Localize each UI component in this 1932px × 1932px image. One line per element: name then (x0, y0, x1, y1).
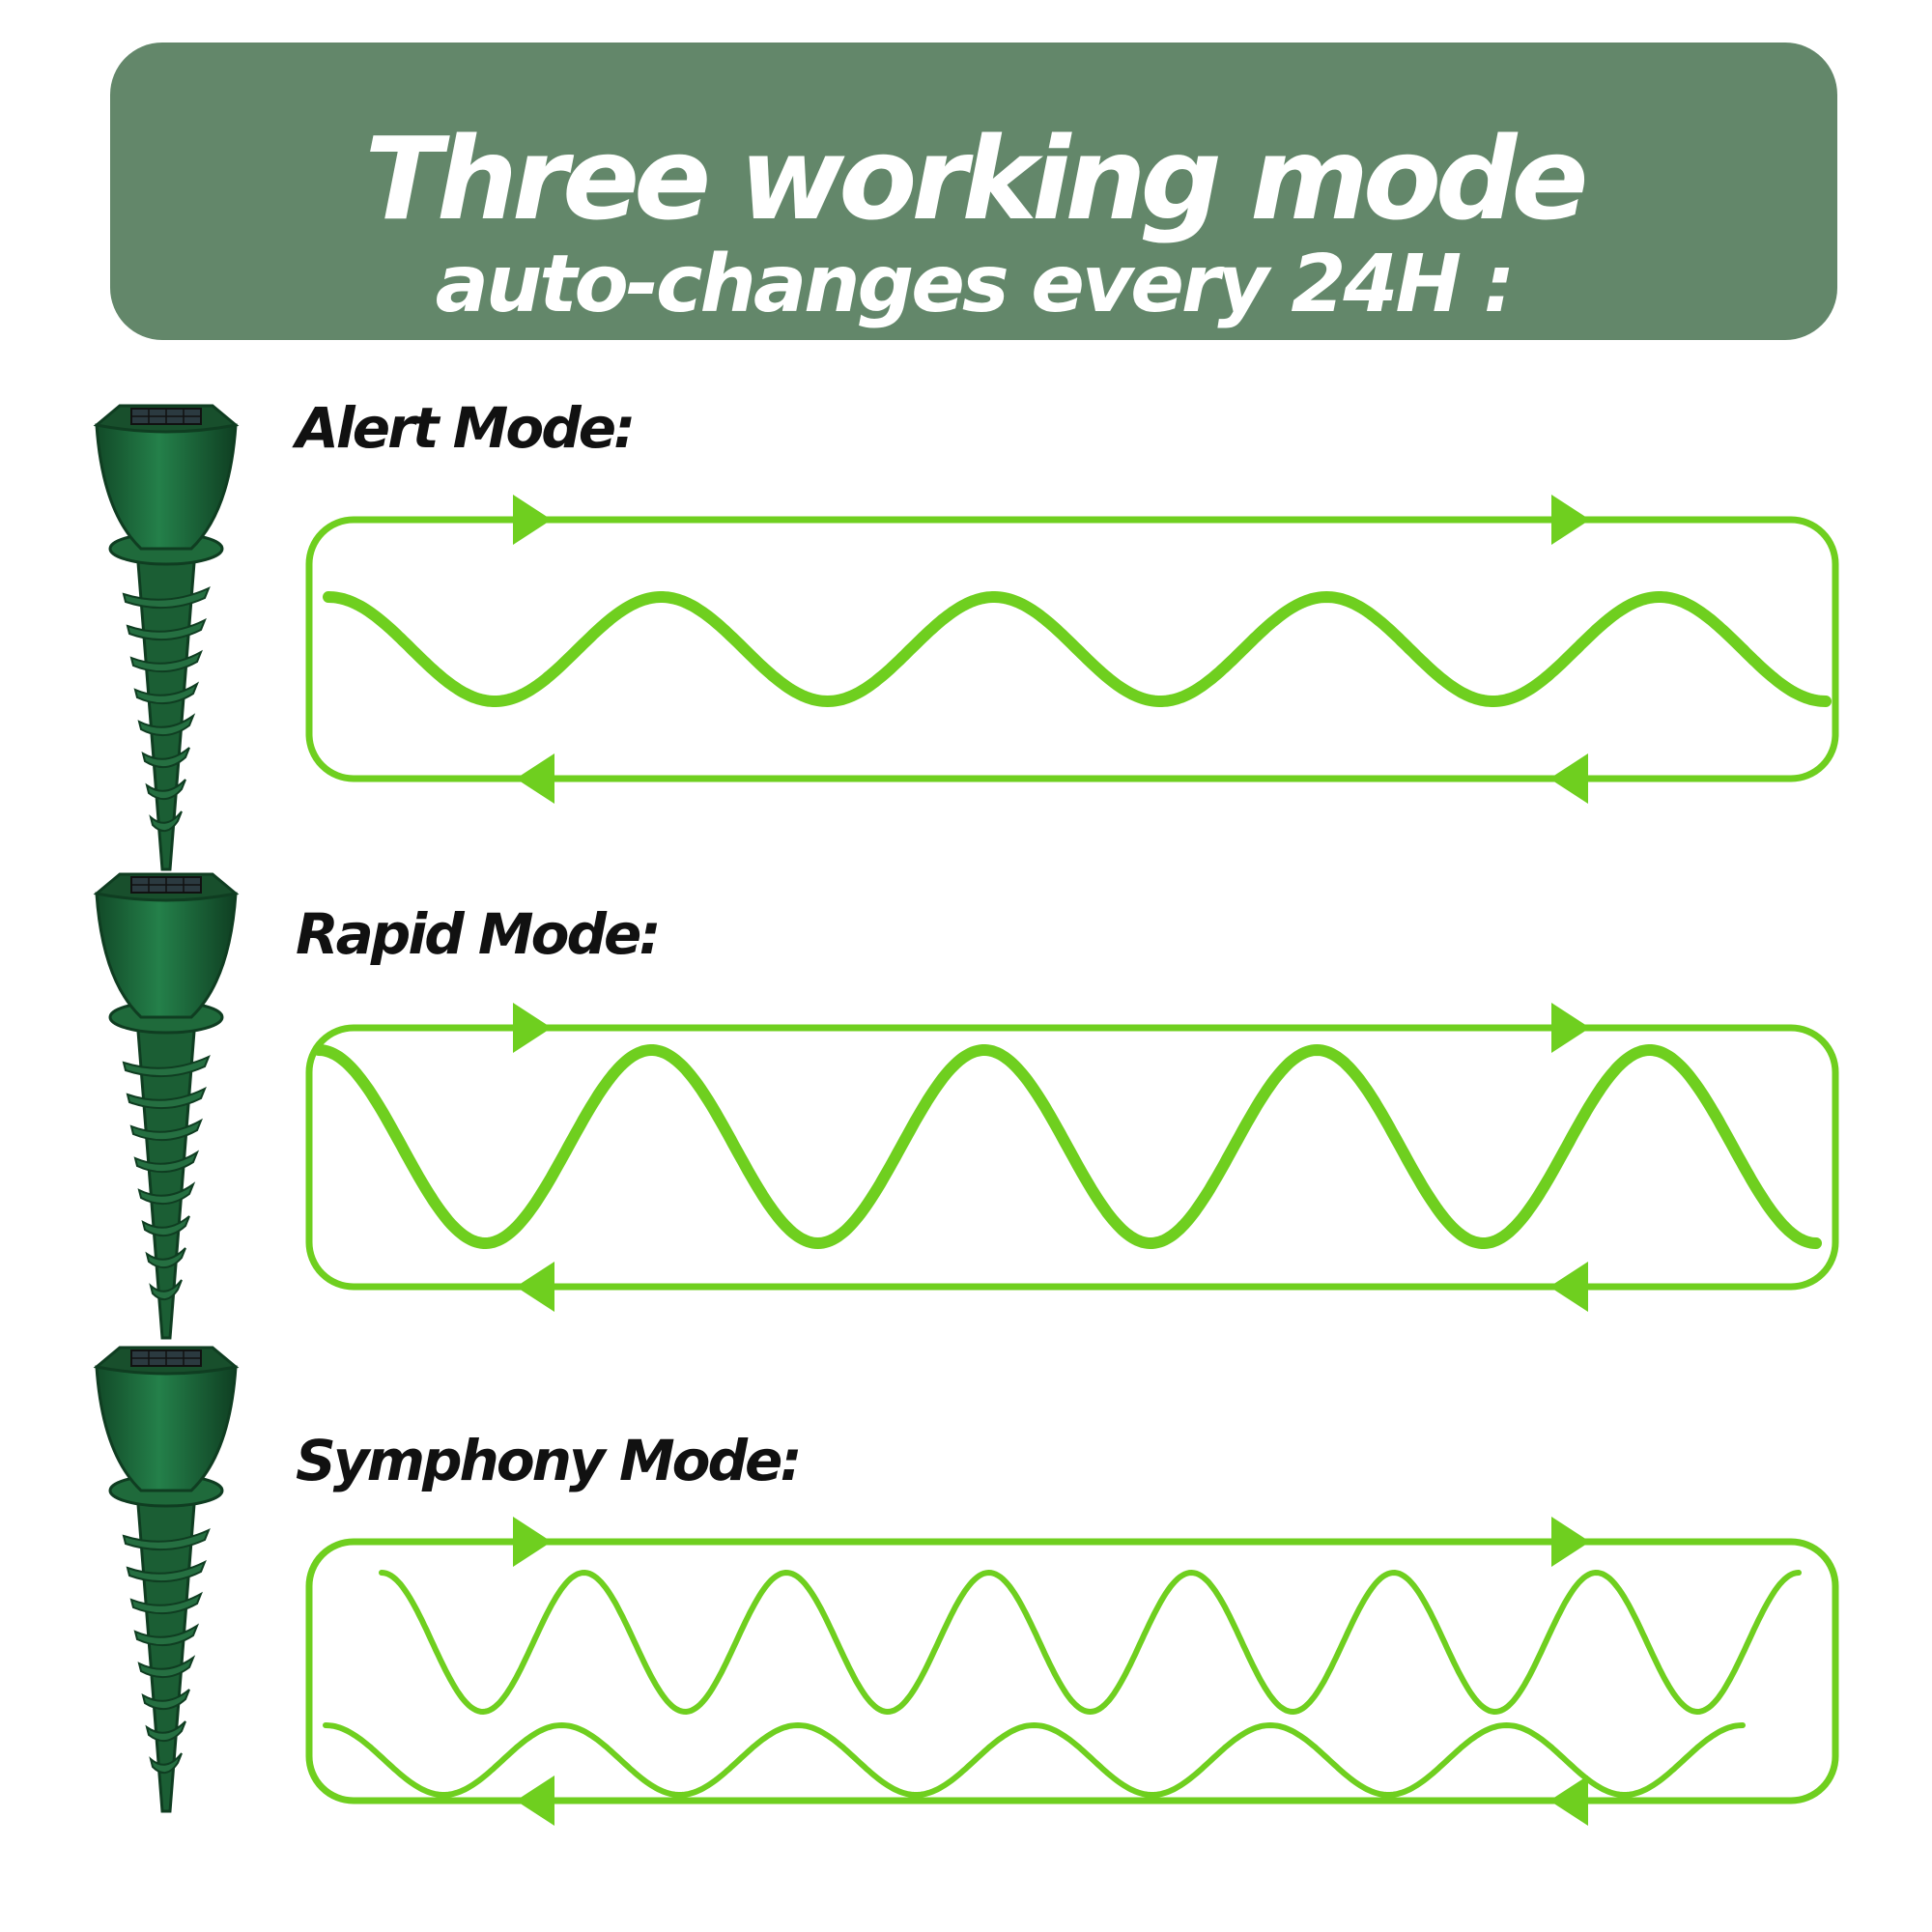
mode-loop (305, 1003, 1839, 1312)
page-title: Three working mode (364, 112, 1588, 245)
arrow-left-icon (516, 1776, 554, 1826)
solar-stake-repeller-icon (93, 1346, 240, 1813)
arrow-left-icon (1549, 1262, 1588, 1312)
sound-wave (313, 1043, 1822, 1250)
sound-wave (323, 1721, 1746, 1799)
arrow-left-icon (1549, 1776, 1588, 1826)
header-banner: Three working mode auto-changes every 24… (110, 43, 1837, 340)
solar-panel-icon (130, 876, 202, 894)
arrow-right-icon (513, 1003, 552, 1053)
arrow-right-icon (1551, 1003, 1590, 1053)
solar-panel-icon (130, 1350, 202, 1367)
sound-wave (323, 590, 1832, 708)
arrow-right-icon (513, 1517, 552, 1567)
arrow-right-icon (1551, 495, 1590, 545)
loop-frame (305, 516, 1839, 782)
alert-mode-label: Alert Mode: (296, 395, 636, 461)
arrow-left-icon (516, 1262, 554, 1312)
mode-loop (305, 495, 1839, 804)
solar-stake-repeller-icon (93, 404, 240, 871)
sound-wave (379, 1569, 1802, 1716)
arrow-right-icon (513, 495, 552, 545)
loop-frame (305, 1538, 1839, 1804)
arrow-left-icon (1549, 753, 1588, 804)
mode-loop (305, 1517, 1839, 1826)
solar-stake-repeller-icon (93, 872, 240, 1340)
page-subtitle: auto-changes every 24H : (435, 239, 1516, 330)
arrow-left-icon (516, 753, 554, 804)
rapid-mode-label: Rapid Mode: (296, 901, 662, 967)
solar-panel-icon (130, 408, 202, 425)
symphony-mode-label: Symphony Mode: (296, 1428, 803, 1493)
loop-frame (305, 1024, 1839, 1291)
arrow-right-icon (1551, 1517, 1590, 1567)
